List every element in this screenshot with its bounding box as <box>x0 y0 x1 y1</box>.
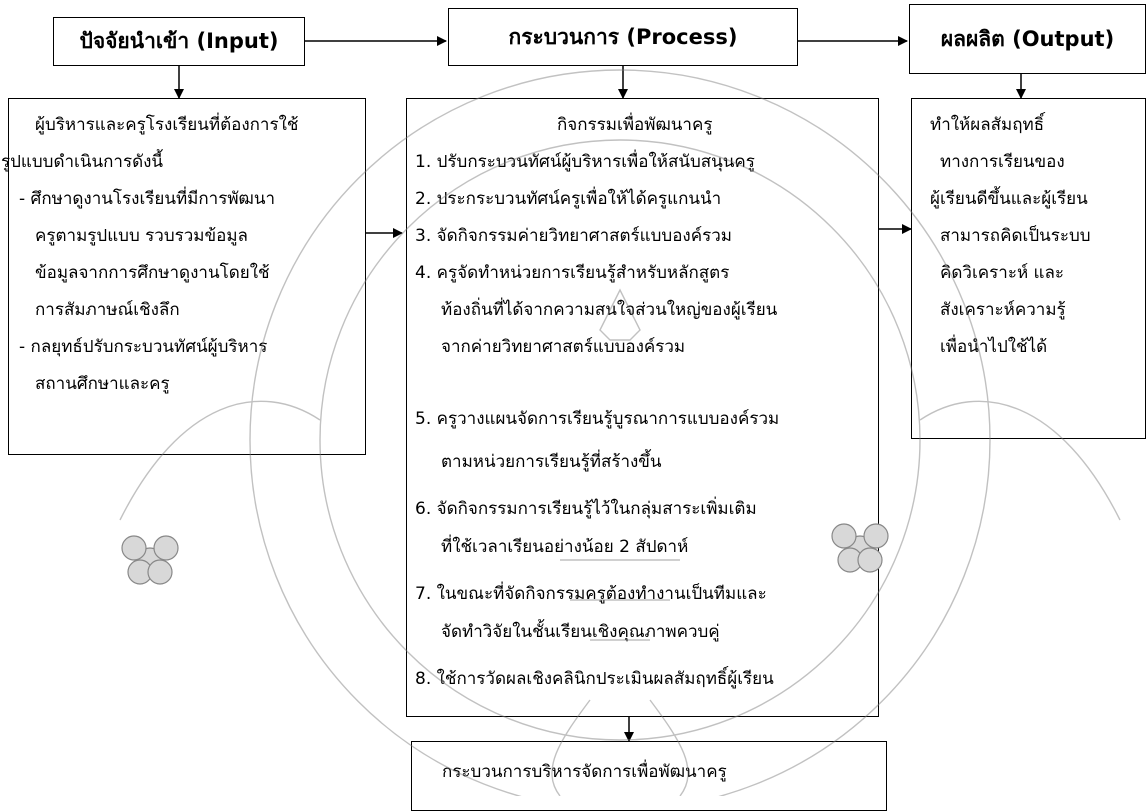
input-line: สถานศึกษาและครู <box>35 374 170 394</box>
output-line: สามารถคิดเป็นระบบ <box>940 226 1091 246</box>
input-line: ผู้บริหารและครูโรงเรียนที่ต้องการใช้ <box>35 115 299 135</box>
output-line: เพื่อนำไปใช้ได้ <box>940 337 1048 357</box>
input-line: - ศึกษาดูงานโรงเรียนที่มีการพัฒนา <box>19 189 276 209</box>
input-line: การสัมภาษณ์เชิงลึก <box>35 300 180 320</box>
output-line: ทำให้ผลสัมฤทธิ์ <box>930 115 1045 135</box>
output-header-label: ผลผลิต (Output) <box>940 26 1115 51</box>
process-line: 2. ประกระบวนทัศน์ครูเพื่อให้ได้ครูแกนนำ <box>415 189 722 209</box>
input-line: รูปแบบดำเนินการดังนี้ <box>1 152 164 172</box>
process-line: 8. ใช้การวัดผลเชิงคลินิกประเมินผลสัมฤทธิ… <box>415 669 774 689</box>
output-line: ผู้เรียนดีขึ้นและผู้เรียน <box>930 189 1088 209</box>
process-line: 1. ปรับกระบวนทัศน์ผู้บริหารเพื่อให้สนับส… <box>415 152 755 172</box>
input-line: ครูตามรูปแบบ รวบรวมข้อมูล <box>35 226 248 246</box>
process-line: 3. จัดกิจกรรมค่ายวิทยาศาสตร์แบบองค์รวม <box>415 226 732 246</box>
input-header-box: ปัจจัยนำเข้า (Input) <box>53 17 305 66</box>
process-line: 5. ครูวางแผนจัดการเรียนรู้บูรณาการแบบองค… <box>415 409 780 429</box>
process-line: ท้องถิ่นที่ได้จากความสนใจส่วนใหญ่ของผู้เ… <box>441 300 778 320</box>
process-header-label: กระบวนการ (Process) <box>508 24 738 49</box>
output-line: สังเคราะห์ความรู้ <box>940 300 1066 320</box>
output-line: ทางการเรียนของ <box>940 152 1065 172</box>
process-subtitle: กิจกรรมเพื่อพัฒนาครู <box>557 115 713 135</box>
process-line: ตามหน่วยการเรียนรู้ที่สร้างขึ้น <box>441 452 662 472</box>
process-line: 6. จัดกิจกรรมการเรียนรู้ไว้ในกลุ่มสาระเพ… <box>415 499 757 519</box>
process-content-box: กิจกรรมเพื่อพัฒนาครู 1. ปรับกระบวนทัศน์ผ… <box>406 98 879 717</box>
process-line: จากค่ายวิทยาศาสตร์แบบองค์รวม <box>441 337 686 357</box>
management-box: กระบวนการบริหารจัดการเพื่อพัฒนาครู <box>411 741 887 811</box>
process-line: ที่ใช้เวลาเรียนอย่างน้อย 2 สัปดาห์ <box>441 537 689 557</box>
process-line: จัดทำวิจัยในชั้นเรียนเชิงคุณภาพควบคู่ <box>441 622 720 642</box>
input-header-label: ปัจจัยนำเข้า (Input) <box>79 29 279 53</box>
output-header-box: ผลผลิต (Output) <box>909 4 1146 74</box>
process-header-box: กระบวนการ (Process) <box>448 8 798 66</box>
input-line: - กลยุทธ์ปรับกระบวนทัศน์ผู้บริหาร <box>19 337 268 357</box>
output-content-box: ทำให้ผลสัมฤทธิ์ ทางการเรียนของ ผู้เรียนด… <box>911 98 1146 439</box>
management-label: กระบวนการบริหารจัดการเพื่อพัฒนาครู <box>442 762 727 782</box>
input-content-box: ผู้บริหารและครูโรงเรียนที่ต้องการใช้ รูป… <box>1 98 366 455</box>
input-line: ข้อมูลจากการศึกษาดูงานโดยใช้ <box>35 263 270 283</box>
output-line: คิดวิเคราะห์ และ <box>940 263 1065 283</box>
process-line: 7. ในขณะที่จัดกิจกรรมครูต้องทำงานเป็นทีม… <box>415 584 767 604</box>
process-line: 4. ครูจัดทำหน่วยการเรียนรู้สำหรับหลักสูต… <box>415 263 730 283</box>
